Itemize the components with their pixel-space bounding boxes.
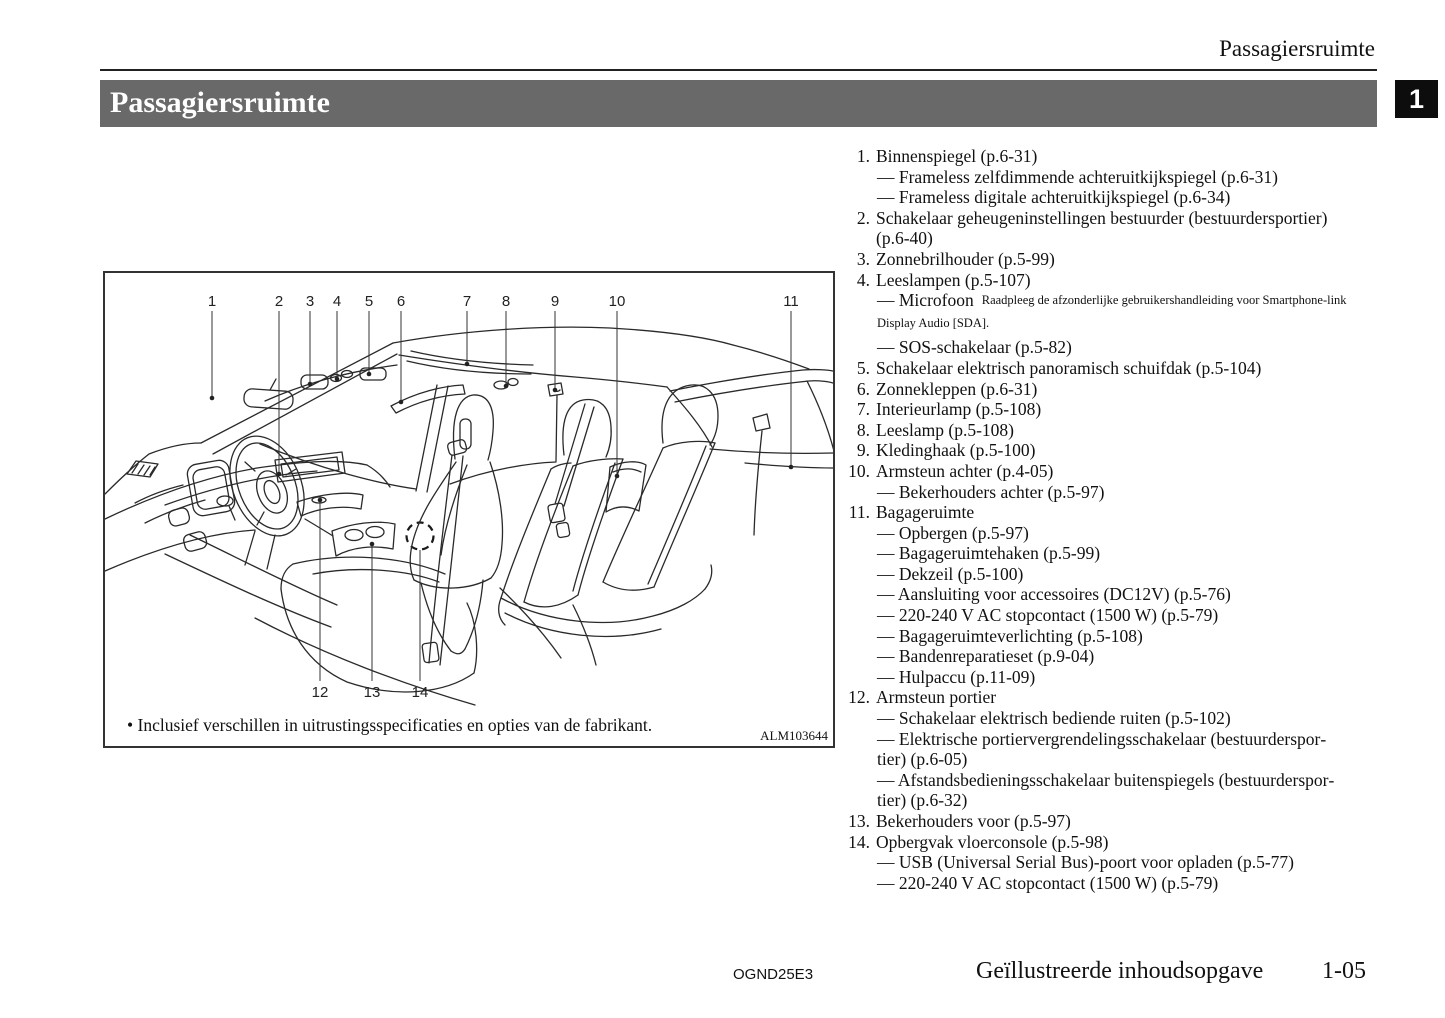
list-item-number: 1. (856, 146, 870, 166)
footer-section-title: Geïllustreerde inhoudsopgave (976, 958, 1264, 984)
list-subitem: — USB (Universal Serial Bus)-poort voor … (877, 852, 1295, 873)
list-item-text: Bagageruimte (876, 502, 975, 523)
list-subitem: — Elektrische portiervergrendelingsschak… (877, 728, 1327, 770)
list-subitem: — Aansluiting voor accessoires (DC12V) (… (877, 584, 1231, 605)
footer-doc-code: OGND25E3 (733, 966, 814, 983)
list-item-number: 6. (856, 378, 870, 399)
list-item-number: 7. (856, 399, 870, 420)
list-subitem: — Bagageruimtehaken (p.5-99) (877, 543, 1101, 564)
list-subitem: — Schakelaar elektrisch bediende ruiten … (877, 708, 1231, 729)
list-item-number: 11. (848, 502, 870, 523)
list-item: 7. Interieurlamp (p.5-108) (848, 399, 1348, 420)
list-subitem: — Opbergen (p.5-97) (877, 522, 1029, 543)
list-item-number: 9. (856, 440, 870, 461)
header-rule (100, 69, 1377, 71)
footer-page-number: 1-05 (1322, 958, 1366, 984)
figure-callout: 10 (609, 293, 626, 310)
list-item-number: 14. (848, 831, 870, 852)
figure-callout: 11 (783, 293, 799, 310)
figure-callout: 3 (306, 293, 314, 310)
list-item-text: Zonnekleppen (p.6-31) (876, 378, 1038, 399)
list-item-text: Bekerhouders voor (p.5-97) (876, 811, 1071, 831)
list-item-number: 3. (856, 248, 870, 269)
list-item: 5. Schakelaar elektrisch panoramisch schu… (848, 358, 1348, 379)
list-item-number: 5. (856, 357, 870, 378)
items-list: 1. Binnenspiegel (p.6-31)— Frameless zelf… (848, 146, 1348, 893)
list-subitem: — Bagageruimteverlichting (p.5-108) (877, 625, 1143, 646)
list-item: 9. Kledinghaak (p.5-100) (848, 440, 1348, 461)
list-item: 14. Opbergvak vloerconsole (p.5-98) (848, 832, 1348, 853)
list-item-text: Interieurlamp (p.5-108) (876, 399, 1042, 420)
list-item-text: Binnenspiegel (p.6-31) (876, 146, 1038, 166)
running-title: Passagiersruimte (1219, 36, 1375, 61)
list-subitem: — Bandenreparatieset (p.9-04) (877, 646, 1095, 667)
figure-callout: 8 (502, 293, 510, 310)
list-item-number: 10. (848, 460, 870, 481)
list-item-number: 13. (848, 811, 870, 831)
figure-callout: 14 (412, 684, 429, 701)
list-subitem: — Afstandsbedieningsschakelaar buitenspi… (877, 769, 1335, 811)
list-item-text: Leeslampen (p.5-107) (876, 269, 1031, 290)
list-item: 10. Armsteun achter (p.4-05) (848, 461, 1348, 482)
list-item: 2. Schakelaar geheugeninstellingen bestuu… (848, 208, 1348, 249)
list-subitem: — Frameless digitale achteruitkijkspiege… (877, 187, 1231, 208)
list-item: 11. Bagageruimte (848, 502, 1348, 523)
figure-callout: 1 (208, 293, 216, 310)
list-item-text: Leeslamp (p.5-108) (876, 419, 1015, 440)
list-item: 13. Bekerhouders voor (p.5-97) (848, 811, 1348, 832)
list-item-text: Schakelaar geheugeninstellingen bestuurd… (876, 207, 1328, 249)
figure-code: ALM103644 (760, 728, 828, 743)
list-item-text: Kledinghaak (p.5-100) (876, 440, 1036, 461)
list-item-number: 4. (856, 269, 870, 290)
figure-callout: 2 (275, 293, 283, 310)
list-item: 4. Leeslampen (p.5-107) (848, 270, 1348, 291)
list-item-number: 8. (856, 419, 870, 440)
list-subitem: — 220-240 V AC stopcontact (1500 W) (p.5… (877, 872, 1219, 893)
list-item: 8. Leeslamp (p.5-108) (848, 420, 1348, 441)
figure-callout: 4 (333, 293, 341, 310)
list-item-text: Armsteun portier (876, 687, 997, 708)
list-subitem: — Hulpaccu (p.11-09) (877, 666, 1036, 687)
figure-callout: 7 (463, 293, 471, 310)
chapter-tab: 1 (1395, 80, 1438, 118)
list-subitem: — 220-240 V AC stopcontact (1500 W) (p.5… (877, 605, 1219, 626)
list-item-text: Armsteun achter (p.4-05) (876, 460, 1054, 481)
list-item: 6. Zonnekleppen (p.6-31) (848, 379, 1348, 400)
list-item-text: Schakelaar elektrisch panoramisch schuif… (876, 357, 1262, 378)
list-item-number: 12. (848, 687, 870, 708)
list-item-number: 2. (856, 207, 870, 228)
list-subitem: — SOS-schakelaar (p.5-82) (877, 337, 1072, 358)
list-subitem: — Dekzeil (p.5-100) (877, 563, 1024, 584)
figure-note: • Inclusief verschillen in uitrustingssp… (127, 715, 653, 735)
list-item: 1. Binnenspiegel (p.6-31) (848, 146, 1348, 167)
figure-callout: 13 (364, 684, 381, 701)
list-subitem: — Frameless zelfdimmende achteruitkijksp… (877, 166, 1278, 187)
section-title-bar: Passagiersruimte (100, 80, 1377, 127)
list-item-text: Zonnebrilhouder (p.5-99) (876, 248, 1055, 269)
figure-callout: 12 (312, 684, 329, 701)
figure-callout: 6 (397, 293, 405, 310)
list-item-text: Opbergvak vloerconsole (p.5-98) (876, 831, 1109, 852)
figure-callout: 5 (365, 293, 373, 310)
list-subitem: — Bekerhouders achter (p.5-97) (877, 481, 1105, 502)
figure-callout: 9 (551, 293, 559, 310)
list-item: 3. Zonnebrilhouder (p.5-99) (848, 249, 1348, 270)
list-item: 12. Armsteun portier (848, 687, 1348, 708)
